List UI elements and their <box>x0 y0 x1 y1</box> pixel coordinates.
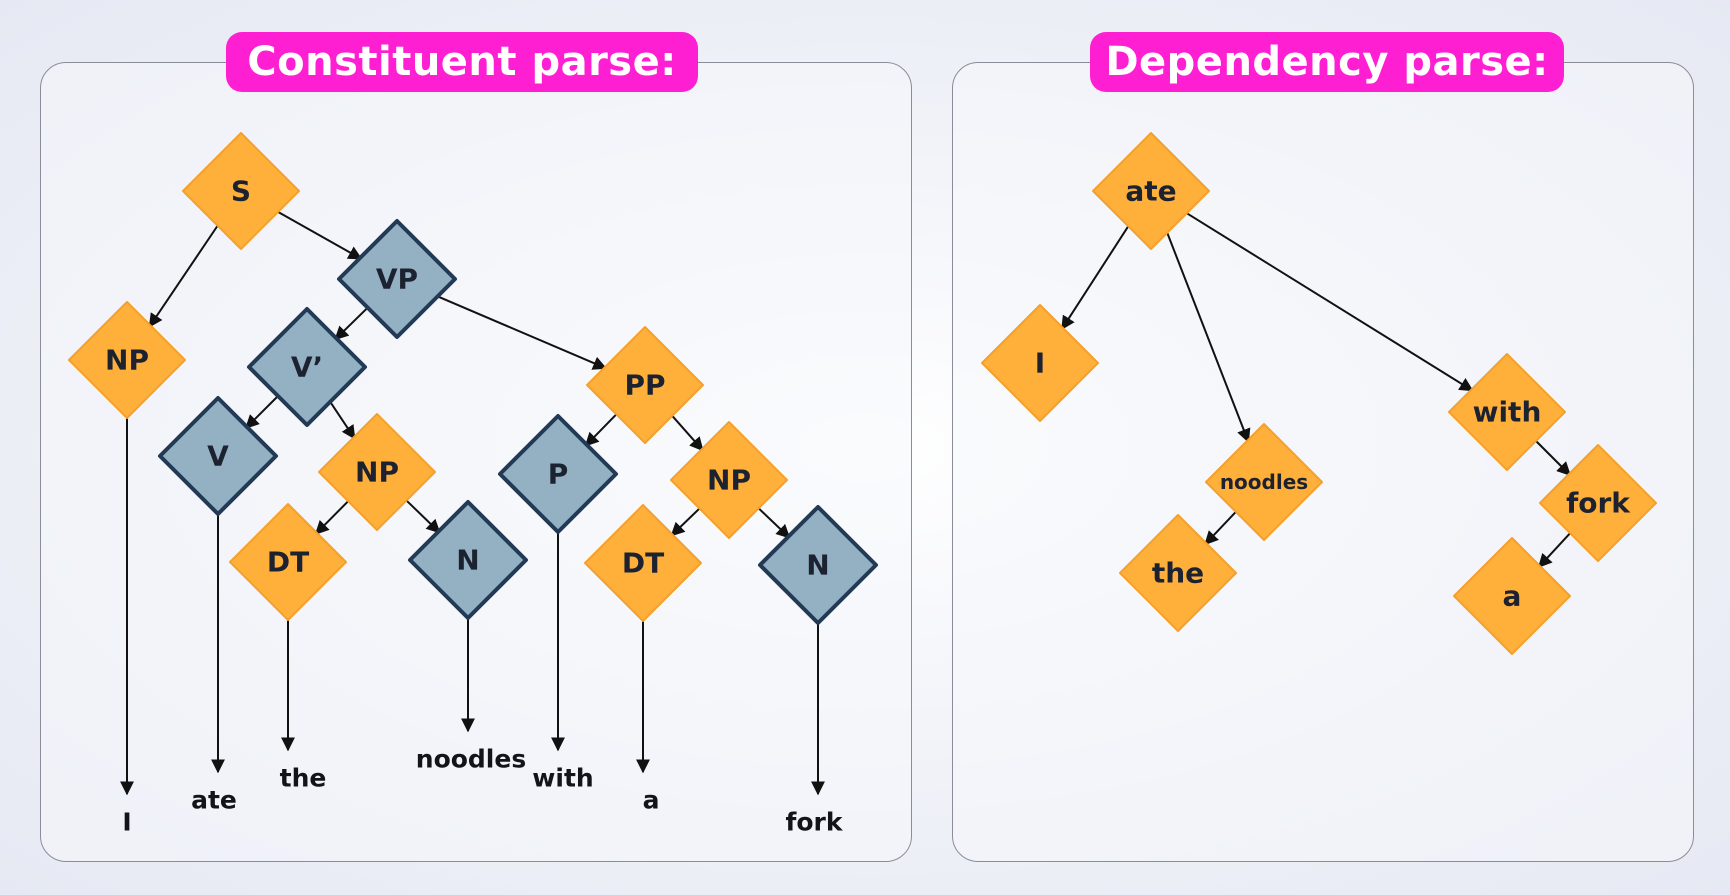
constituent-node: N <box>758 505 878 625</box>
node-label: a <box>1503 580 1522 613</box>
edge-arrow <box>245 393 281 429</box>
node-label: V’ <box>291 351 323 384</box>
constituent-node: DT <box>229 503 347 621</box>
edge-arrow <box>334 304 371 341</box>
node-label: N <box>456 544 479 577</box>
edge-arrow <box>1183 210 1474 392</box>
node-diamond <box>1119 514 1237 632</box>
edges-layer <box>120 209 1573 796</box>
node-diamond <box>158 396 278 516</box>
dependency-node: with <box>1448 353 1566 471</box>
node-diamond <box>981 304 1099 422</box>
edge-arrow <box>434 294 608 370</box>
dependency-node: ate <box>1092 132 1210 250</box>
node-label: with <box>1473 396 1542 429</box>
node-label: VP <box>376 263 418 296</box>
constituent-node: V’ <box>247 307 367 427</box>
constituent-node: VP <box>337 219 457 339</box>
node-label: DT <box>267 546 309 579</box>
node-diamond <box>1205 423 1323 541</box>
leaf-word: ate <box>191 786 237 815</box>
edge-arrow <box>1061 223 1131 331</box>
constituent-node: NP <box>318 413 436 531</box>
node-diamond <box>1092 132 1210 250</box>
edge-arrow <box>755 505 791 539</box>
constituent-node: S <box>182 132 300 250</box>
node-diamond <box>1448 353 1566 471</box>
node-label: V <box>207 440 229 473</box>
constituent-node: V <box>158 396 278 516</box>
node-diamond <box>758 505 878 625</box>
node-label: NP <box>105 344 149 377</box>
constituent-parse-title: Constituent parse: <box>226 32 698 92</box>
constituent-node: NP <box>68 301 186 419</box>
edge-arrow <box>584 411 620 447</box>
dependency-parse-title: Dependency parse: <box>1090 32 1564 92</box>
dependency-node: I <box>981 304 1099 422</box>
node-diamond <box>247 307 367 427</box>
node-label: N <box>806 549 829 582</box>
edge-arrow <box>1204 509 1239 546</box>
node-diamond <box>318 413 436 531</box>
node-diamond <box>182 132 300 250</box>
constituent-node: NP <box>670 421 788 539</box>
node-label: the <box>1152 557 1204 590</box>
node-label: ate <box>1125 175 1176 208</box>
constituent-node: DT <box>584 504 702 622</box>
node-diamond <box>1539 444 1657 562</box>
edge-arrow <box>148 222 221 328</box>
dependency-node: a <box>1453 537 1571 655</box>
node-diamond <box>408 500 528 620</box>
edge-arrow <box>669 412 704 452</box>
node-label: NP <box>707 464 751 497</box>
node-diamond <box>229 503 347 621</box>
node-label: DT <box>622 547 664 580</box>
node-diamond <box>498 414 618 534</box>
node-diamond <box>337 219 457 339</box>
node-label: noodles <box>1220 470 1308 494</box>
edge-arrow <box>314 498 351 535</box>
node-label: P <box>548 458 569 491</box>
leaf-word: with <box>532 764 593 793</box>
node-label: NP <box>355 456 399 489</box>
node-diamond <box>586 326 704 444</box>
constituent-node: P <box>498 414 618 534</box>
node-diamond <box>670 421 788 539</box>
dependency-node: fork <box>1539 444 1657 562</box>
node-diamond <box>1453 537 1571 655</box>
constituent-node: N <box>408 500 528 620</box>
node-label: PP <box>624 369 665 402</box>
dependency-node: the <box>1119 514 1237 632</box>
edge-arrow <box>1165 229 1251 443</box>
edge-arrow <box>1533 438 1571 476</box>
dependency-node: noodles <box>1205 423 1323 541</box>
leaf-word: I <box>122 808 131 837</box>
edge-arrow <box>275 209 363 260</box>
leaf-word: a <box>643 786 660 815</box>
constituent-node: PP <box>586 326 704 444</box>
leaf-word: the <box>280 764 327 793</box>
edge-arrow <box>327 398 356 440</box>
node-diamond <box>584 504 702 622</box>
node-label: S <box>231 175 251 208</box>
edge-arrow <box>1537 530 1573 568</box>
node-label: I <box>1035 347 1045 380</box>
leaf-word: noodles <box>416 745 526 774</box>
leaf-word: fork <box>785 808 843 837</box>
edge-arrow <box>670 505 703 537</box>
edge-arrow <box>403 497 441 534</box>
node-label: fork <box>1566 487 1631 520</box>
node-diamond <box>68 301 186 419</box>
